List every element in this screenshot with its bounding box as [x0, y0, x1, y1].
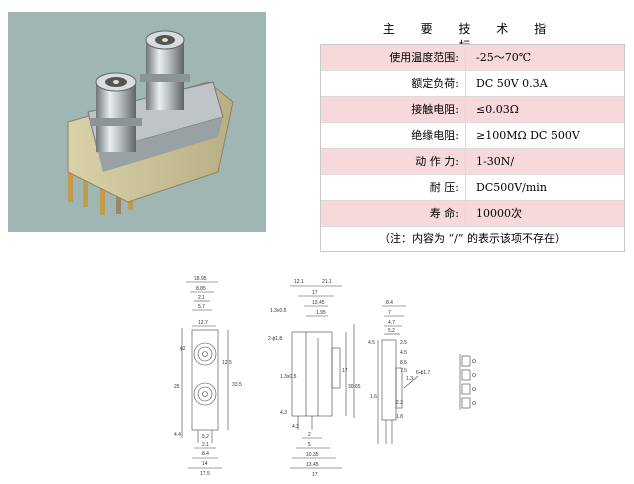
dim-label: 25 — [174, 384, 180, 390]
dim-label: 2-ϕ1.8 — [268, 336, 282, 342]
dim-label: 2.5 — [400, 340, 407, 346]
dim-label: 2.1 — [202, 442, 209, 448]
product-photo — [8, 12, 266, 232]
dim-label: 17 — [312, 472, 318, 478]
dim-label: ϕ2 — [180, 346, 186, 352]
dim-label: 13.45 — [306, 462, 319, 468]
dim-label: 5.7 — [198, 304, 205, 310]
spec-label: 寿 命: — [321, 201, 466, 226]
dim-label: 18.95 — [194, 276, 207, 282]
dim-label: 13.45 — [312, 300, 325, 306]
dim-label: 4.7 — [388, 320, 395, 326]
spec-label: 绝缘电阻: — [321, 123, 466, 148]
spec-label: 耐 压: — [321, 175, 466, 200]
bnc-connector-illustration — [67, 30, 234, 215]
spec-label: 动 作 力: — [321, 149, 466, 174]
dim-label: 30.65 — [348, 384, 361, 390]
dim-label: 4.5 — [400, 350, 407, 356]
spec-value: -25～70℃ — [476, 51, 532, 64]
spec-value: ≥100MΩ DC 500V — [476, 129, 580, 142]
end-view-drawing: 8.4 7 4.7 5.2 4.5 2.5 4.5 8.5 7.5 1.3 6-… — [366, 268, 446, 480]
spec-label: 使用温度范围: — [321, 45, 466, 70]
dim-label: 8.85 — [196, 286, 206, 292]
spec-row: 动 作 力: 1-30N/ — [321, 149, 624, 175]
spec-row: 接触电阻: ≤0.03Ω — [321, 97, 624, 123]
dim-label: 12.7 — [198, 320, 208, 326]
spec-row: 使用温度范围: -25～70℃ — [321, 45, 624, 71]
pin-layout-drawing — [452, 268, 482, 480]
dim-label: 17.5 — [200, 471, 210, 477]
dim-label: 2.2 — [396, 400, 403, 406]
dim-label: 1.3x0.5 — [280, 374, 297, 380]
dim-label: 8.5 — [400, 360, 407, 366]
spec-label: 接触电阻: — [321, 97, 466, 122]
dim-label: 33.5 — [232, 382, 242, 388]
dim-label: 17 — [342, 368, 348, 374]
dim-label: 12.1 — [294, 279, 304, 285]
spec-label: 额定负荷: — [321, 71, 466, 96]
dim-label: 1.3 — [406, 376, 413, 382]
dim-label: 7.5 — [400, 368, 407, 374]
spec-row: 绝缘电阻: ≥100MΩ DC 500V — [321, 123, 624, 149]
spec-row: 耐 压: DC500V/min — [321, 175, 624, 201]
dim-label: 5 — [308, 442, 311, 448]
dim-label: 17 — [312, 290, 318, 296]
spec-value: 10000次 — [476, 207, 522, 220]
dim-label: 1.3x0.5 — [270, 308, 287, 314]
dim-label: 5.2 — [202, 434, 209, 440]
dim-label: 4.5 — [368, 340, 375, 346]
spec-value: 1-30N/ — [476, 155, 515, 168]
dim-label: 1.95 — [316, 310, 326, 316]
spec-value: DC500V/min — [476, 181, 547, 194]
dim-label: 8.4 — [386, 300, 393, 306]
dim-label: 4.4 — [174, 432, 181, 438]
dim-label: 7 — [388, 310, 391, 316]
dim-label: 2 — [308, 432, 311, 438]
dim-label: 2.1 — [198, 295, 205, 301]
spec-value: DC 50V 0.3A — [476, 77, 548, 90]
dim-label: 1.8 — [396, 414, 403, 420]
side-view-drawing: 12.1 21.1 17 13.45 1.95 1.3x0.5 2-ϕ1.8 1… — [262, 268, 362, 480]
dim-label: 4.2 — [292, 424, 299, 430]
dim-label: 8.4 — [202, 451, 209, 457]
dim-label: 5.2 — [388, 328, 395, 334]
spec-value: ≤0.03Ω — [476, 103, 519, 116]
spec-table: 使用温度范围: -25～70℃ 额定负荷: DC 50V 0.3A 接触电阻: … — [320, 44, 625, 252]
dim-label: 10.35 — [306, 452, 319, 458]
dim-label: 6-ϕ1.7 — [416, 370, 430, 376]
dim-label: 21.1 — [322, 279, 332, 285]
spec-row: 额定负荷: DC 50V 0.3A — [321, 71, 624, 97]
dim-label: 12.5 — [222, 360, 232, 366]
spec-row: 寿 命: 10000次 — [321, 201, 624, 227]
dim-label: 4.3 — [280, 410, 287, 416]
dim-label: 1.6 — [370, 394, 377, 400]
front-view-drawing: 18.95 8.85 2.1 5.7 12.7 ϕ2 12.5 33.5 25 … — [168, 268, 248, 480]
spec-note: （注：内容为 “/” 的表示该项不存在） — [379, 232, 566, 245]
dim-label: 14 — [202, 461, 208, 467]
